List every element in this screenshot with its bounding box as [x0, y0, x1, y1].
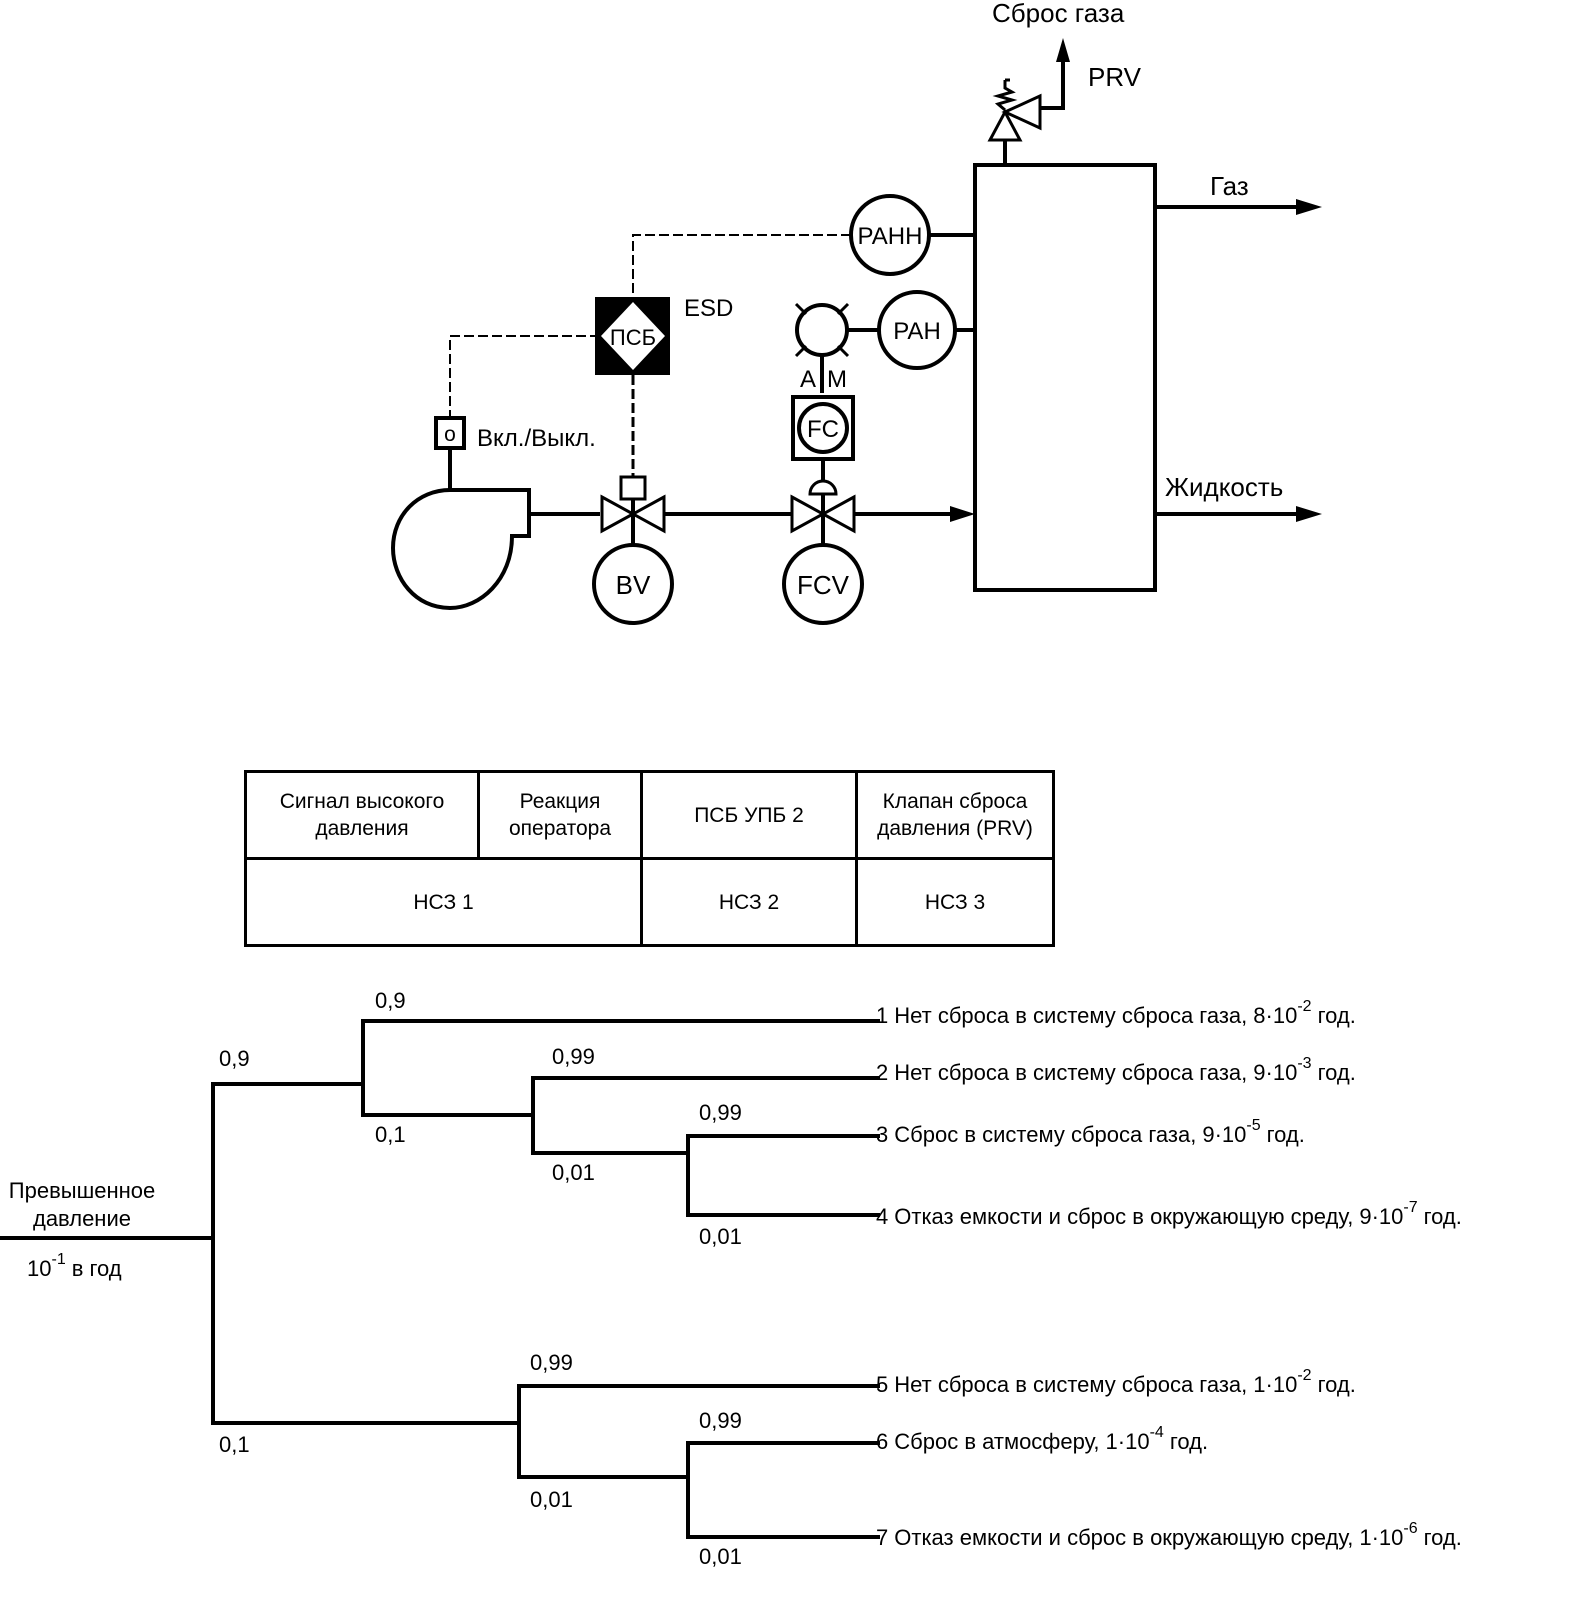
header-cell-psb: ПСБ УПБ 2 — [640, 770, 858, 860]
on-off-label: Вкл./Выкл. — [477, 425, 596, 452]
liquid-outlet-arrow-icon — [1296, 506, 1322, 522]
branch-prob: 0,1 — [375, 1122, 406, 1147]
manual-mode-label: M — [827, 366, 847, 393]
branch-prob: 0,99 — [699, 1408, 742, 1433]
header-cell-prv: Клапан сброса давления (PRV) — [855, 770, 1055, 860]
branch-prob: 0,1 — [219, 1432, 250, 1457]
bv-tag — [592, 543, 674, 625]
gas-outlet-label: Газ — [1210, 171, 1249, 201]
gas-outlet-arrow-icon — [1296, 199, 1322, 215]
table-header-row: Сигнал высокого давления Реакция операто… — [244, 770, 1055, 860]
branch-prob: 0,9 — [219, 1046, 250, 1071]
fcv-label: FCV — [797, 570, 850, 600]
branch-prob: 0,9 — [375, 988, 406, 1013]
pah-label: PAH — [893, 318, 941, 345]
branch-prob: 0,01 — [699, 1224, 742, 1249]
bv-label: BV — [616, 570, 651, 600]
branch-prob: 0,01 — [552, 1160, 595, 1185]
flow-control-valve-icon — [790, 479, 856, 545]
fc-label: FC — [807, 416, 839, 443]
vent-label: Сброс газа — [992, 0, 1125, 28]
header-cell-high-pressure-signal: Сигнал высокого давления — [244, 770, 480, 860]
initiating-event-line2: давление — [33, 1206, 131, 1231]
liquid-outlet-label: Жидкость — [1165, 472, 1283, 502]
pressure-relief-valve-icon — [987, 38, 1070, 165]
esd-label: ESD — [684, 295, 733, 322]
branch-prob: 0,99 — [699, 1100, 742, 1125]
layer-cell: НСЗ 2 — [640, 857, 858, 947]
branch-prob: 0,01 — [699, 1544, 742, 1569]
table-layer-row: НСЗ 1 НСЗ 2 НСЗ 3 — [244, 857, 1055, 947]
pahh-label: PAHH — [858, 223, 923, 250]
branch-prob: 0,99 — [552, 1044, 595, 1069]
on-off-symbol: o — [444, 423, 456, 446]
prv-label: PRV — [1088, 62, 1142, 92]
layer-cell: НСЗ 1 — [244, 857, 643, 947]
fcv-tag — [782, 543, 864, 625]
layer-cell: НСЗ 3 — [855, 857, 1055, 947]
protection-layers-table: Сигнал высокого давления Реакция операто… — [244, 770, 1055, 947]
auto-mode-label: A — [800, 366, 816, 393]
alarm-lamp-icon — [794, 302, 850, 358]
vent-arrow-icon — [1056, 38, 1070, 62]
header-cell-operator-response: Реакция оператора — [477, 770, 643, 860]
branch-prob: 0,01 — [530, 1487, 573, 1512]
branch-prob: 0,99 — [530, 1350, 573, 1375]
initiating-event-line1: Превышенное — [9, 1178, 155, 1203]
separator-vessel — [973, 163, 1157, 592]
inlet-arrow-icon — [950, 506, 975, 522]
block-valve-icon — [600, 475, 666, 545]
psb-label: ПСБ — [610, 325, 656, 350]
process-diagram: Сброс газа PRV Газ Жидкость PAHH PAH A — [390, 0, 1322, 625]
pump-icon — [390, 488, 531, 611]
